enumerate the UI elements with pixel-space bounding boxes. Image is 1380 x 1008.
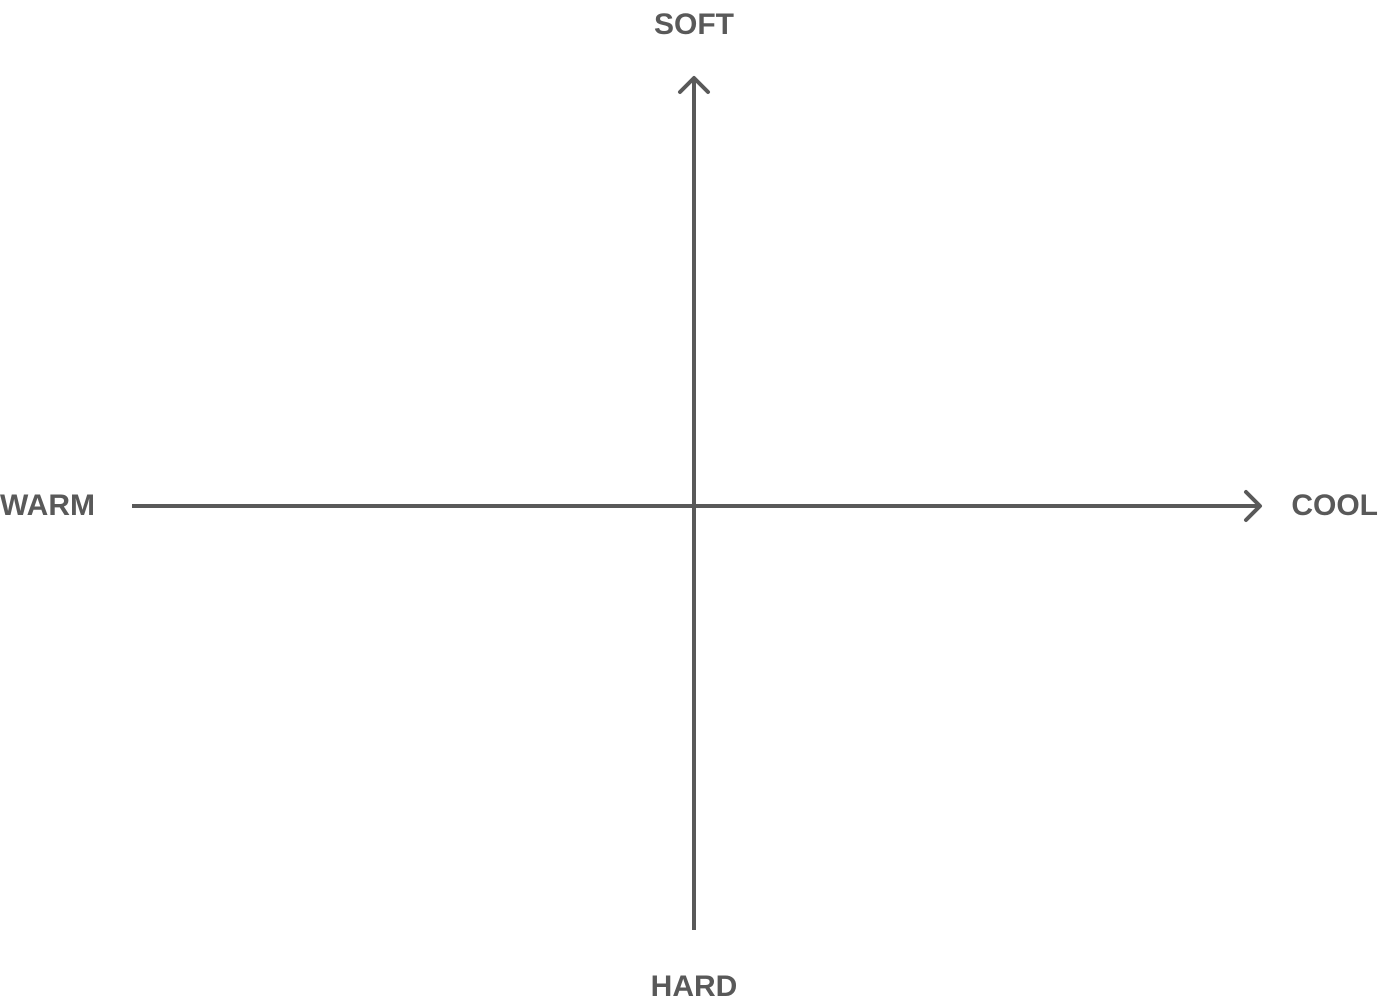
axis-label-right: COOL — [1291, 489, 1378, 522]
horizontal-arrowhead-icon — [1244, 490, 1262, 522]
axis-label-left: WARM — [0, 489, 95, 522]
axis-label-bottom: HARD — [650, 970, 738, 1003]
vertical-arrowhead-icon — [678, 76, 710, 94]
axis-label-top: SOFT — [654, 8, 734, 41]
